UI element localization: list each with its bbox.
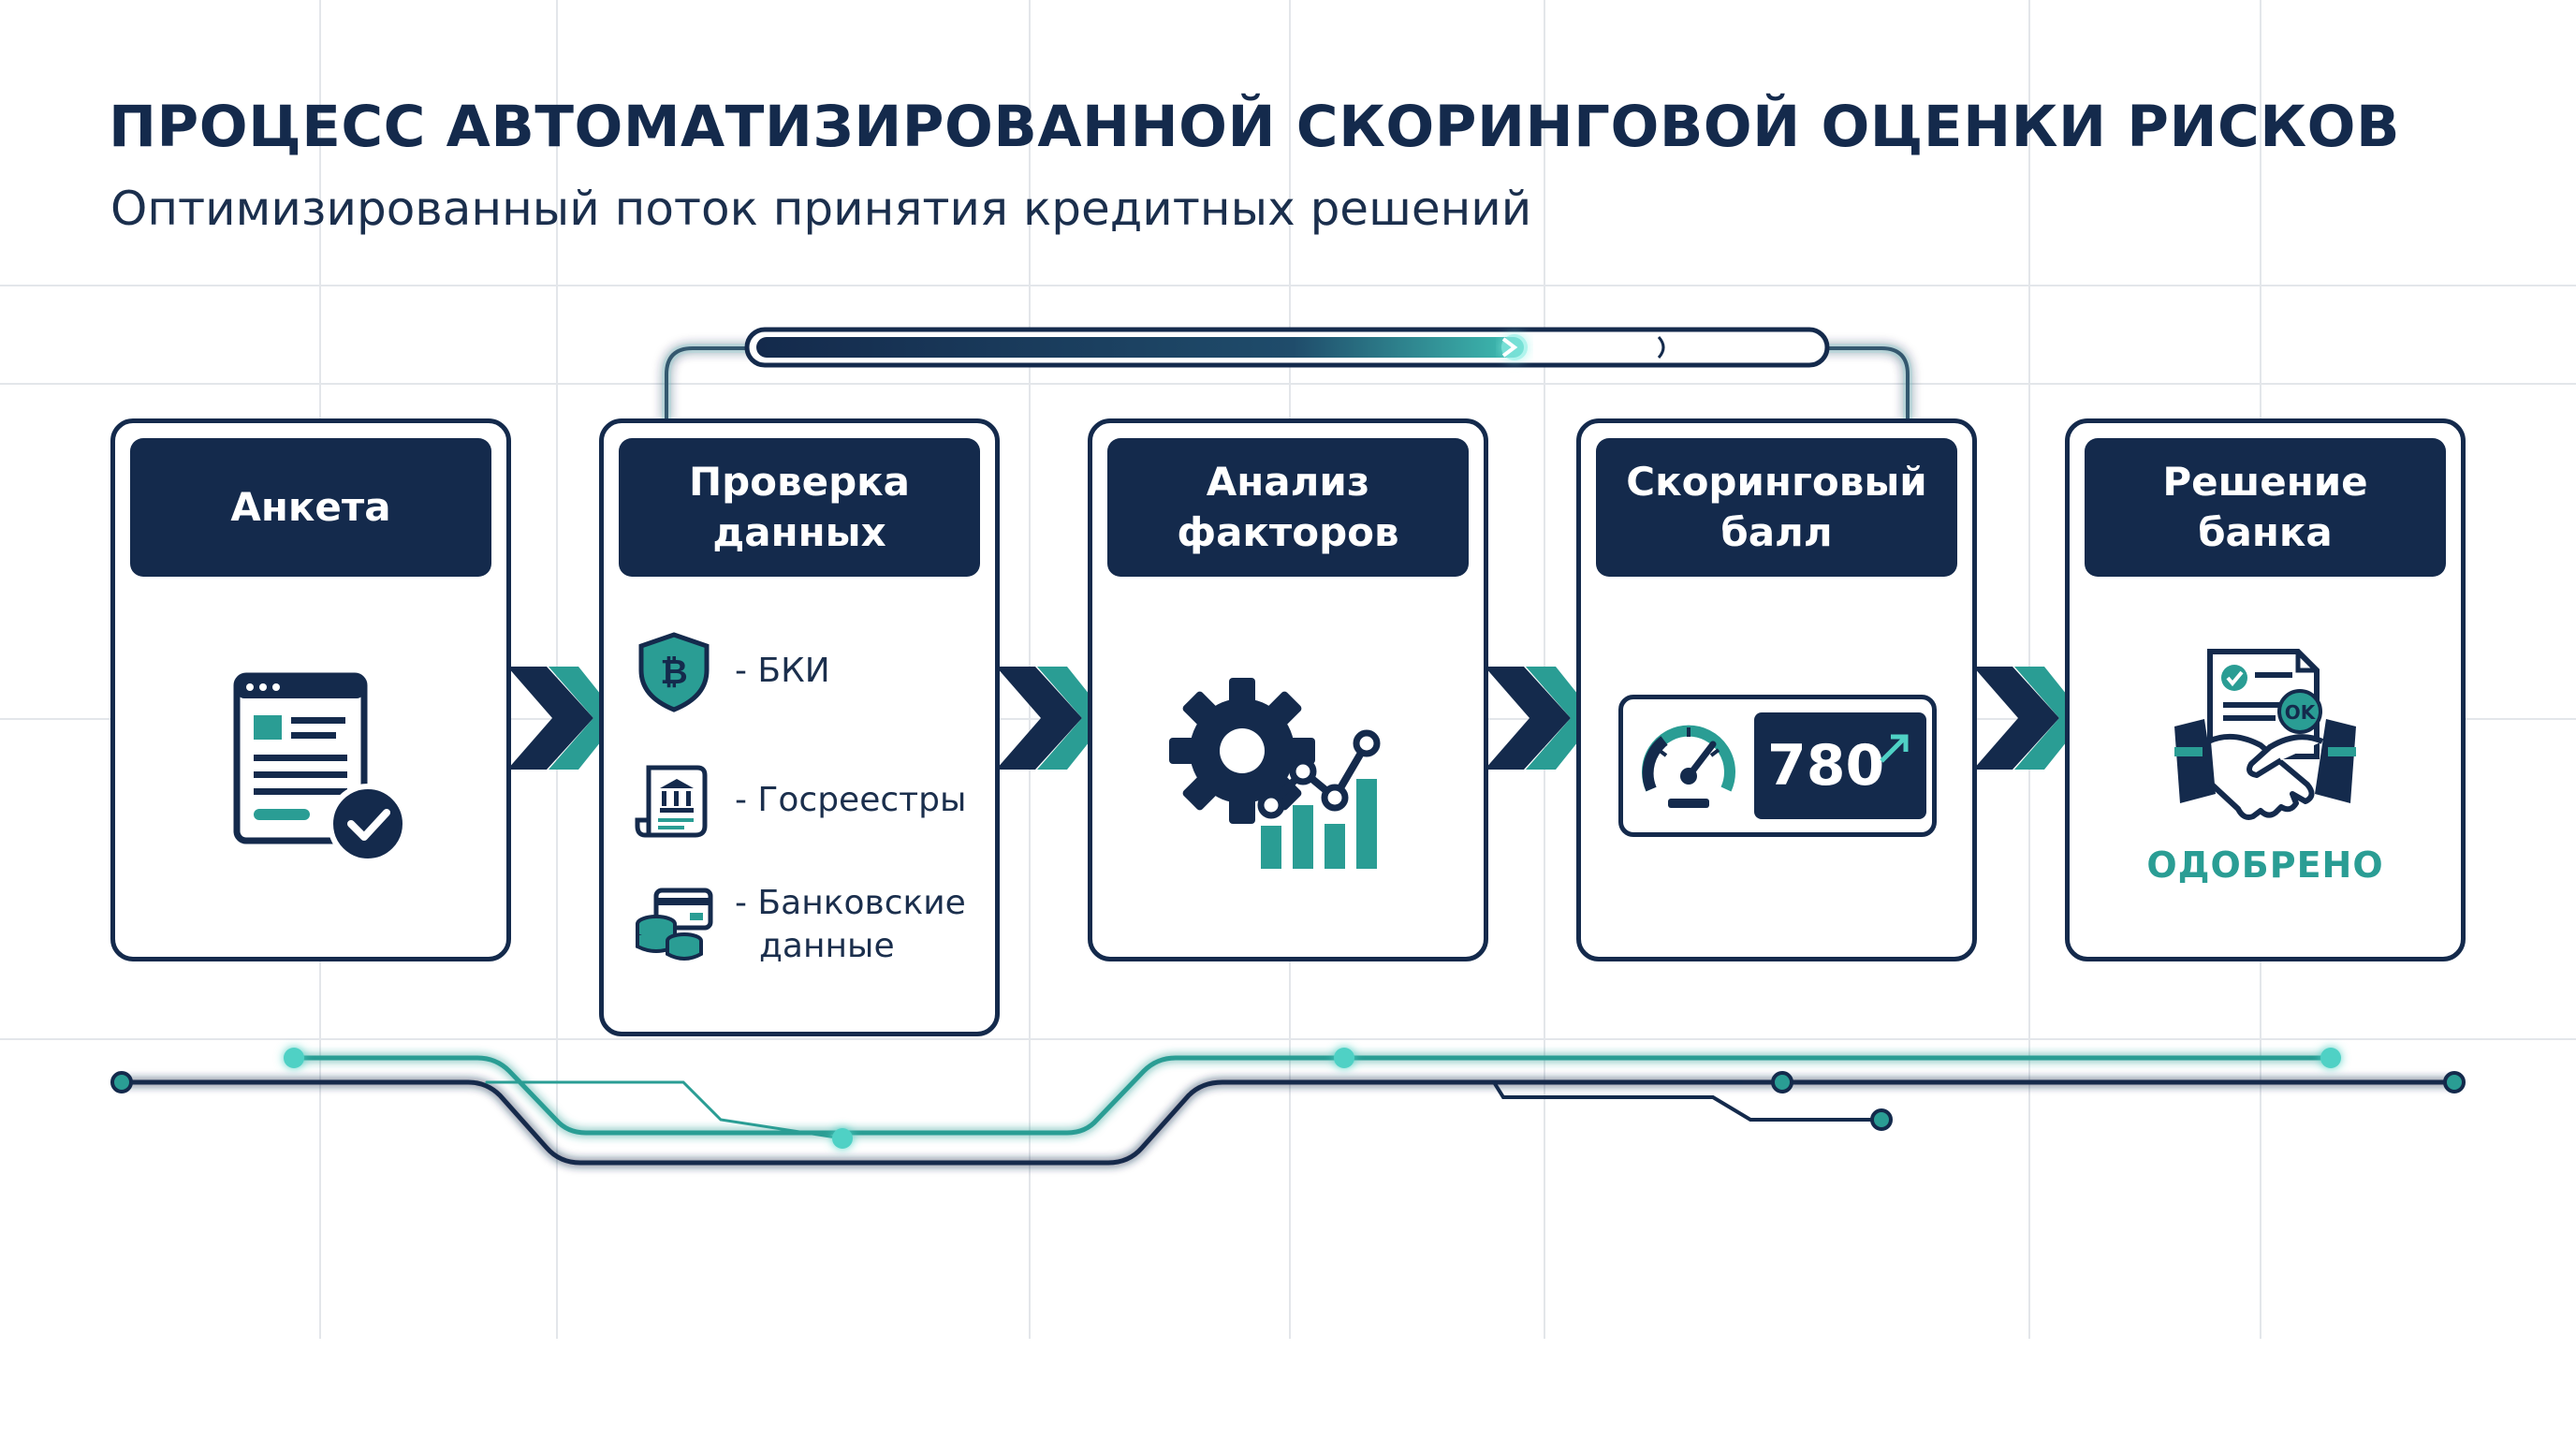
- step-card-score: Скоринговый балл 780: [1576, 418, 1977, 961]
- page-title: ПРОЦЕСС АВТОМАТИЗИРОВАННОЙ СКОРИНГОВОЙ О…: [109, 94, 2401, 160]
- source-label-bank-data-line2: данные: [759, 927, 895, 965]
- handshake-document-icon: OK: [2174, 649, 2356, 820]
- source-label-bki: - БКИ: [735, 652, 830, 690]
- shield-bitcoin-icon: ₿: [638, 632, 710, 712]
- score-panel: 780: [1618, 695, 1937, 837]
- approval-status: ОДОБРЕНО: [2146, 844, 2384, 886]
- step-title-decision: Решение банка: [2085, 438, 2446, 577]
- step-title-score: Скоринговый балл: [1596, 438, 1957, 577]
- bank-card-coins-icon: [636, 888, 713, 961]
- registry-scroll-icon: [635, 765, 708, 838]
- trend-up-icon: [1880, 734, 1909, 763]
- gear-chart-icon: [1169, 678, 1381, 869]
- step-card-decision: Решение банка OK ОДОБРЕНО: [2065, 418, 2466, 961]
- page-subtitle: Оптимизированный поток принятия кредитны…: [110, 182, 1532, 236]
- svg-text:₿: ₿: [660, 653, 687, 692]
- ok-badge: OK: [2285, 701, 2317, 724]
- source-item-bank-data: - Банковские данные: [632, 882, 966, 968]
- speedometer-icon: [1642, 725, 1735, 808]
- application-form-icon: [233, 672, 408, 864]
- source-label-registries: - Госреестры: [735, 781, 967, 819]
- step-card-application: Анкета: [110, 418, 511, 961]
- step-title-application: Анкета: [130, 438, 491, 577]
- step-title-data-check: Проверка данных: [619, 438, 980, 577]
- source-label-bank-data-line1: - Банковские: [735, 884, 966, 922]
- source-item-bki: ₿ - БКИ: [632, 629, 830, 713]
- score-number: 780: [1767, 733, 1885, 799]
- step-card-factor-analysis: Анализ факторов: [1088, 418, 1488, 961]
- score-value: 780: [1754, 712, 1926, 819]
- step-title-factor-analysis: Анализ факторов: [1107, 438, 1469, 577]
- source-item-registries: - Госреестры: [632, 758, 966, 843]
- step-card-data-check: Проверка данных ₿ - БКИ - Госреестры: [599, 418, 1000, 1036]
